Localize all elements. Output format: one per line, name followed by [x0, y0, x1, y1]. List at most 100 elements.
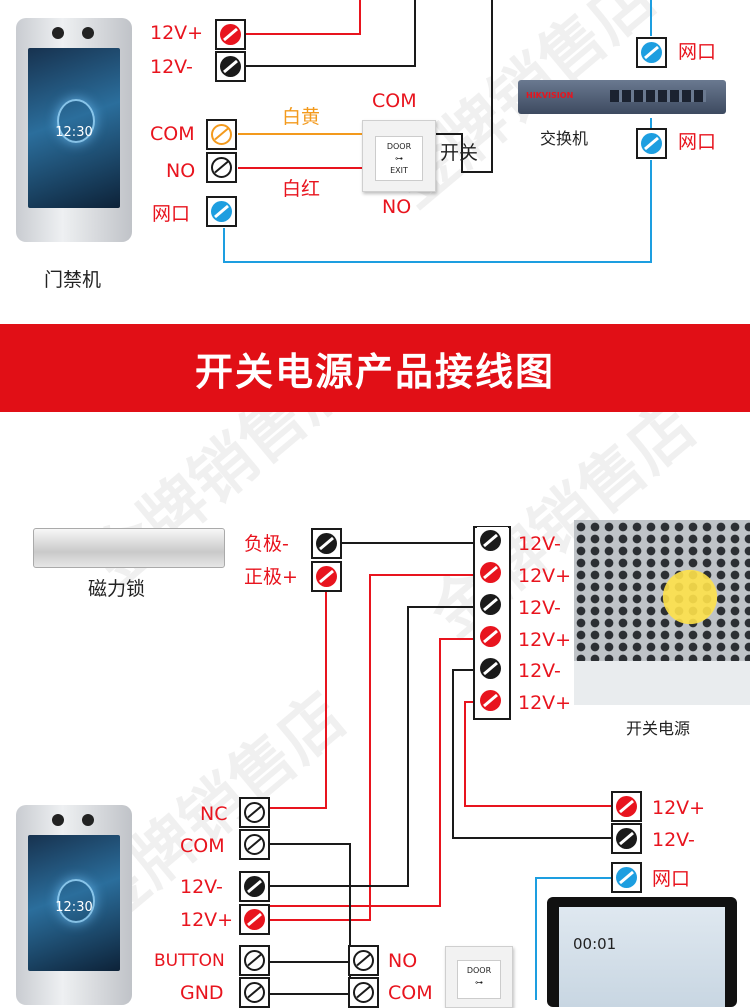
face-scan-icon: [57, 99, 95, 144]
label-white-red: 白红: [282, 178, 321, 200]
wire-net-bottom: [535, 877, 611, 1000]
terminal-gnd: [239, 977, 270, 1008]
label-switch-com: COM: [388, 982, 433, 1004]
label-psu-4: 12V+: [518, 629, 572, 651]
wire-switch-black: [436, 0, 493, 173]
section-banner: 开关电源产品接线图: [0, 324, 750, 412]
wire-p6: [464, 701, 611, 807]
banner-title: 开关电源产品接线图: [194, 349, 555, 394]
wire-p3: [270, 606, 474, 887]
terminal-com: [206, 119, 237, 150]
terminal-nc: [239, 797, 270, 828]
monitor-screen: 00:01: [559, 907, 725, 1007]
switch-caption: 交换机: [540, 129, 589, 148]
terminal-right-12v-plus: [611, 791, 642, 822]
terminal-no: [206, 152, 237, 183]
access-control-device-bottom: 12:30: [16, 805, 132, 1005]
indoor-monitor: 00:01: [547, 897, 737, 1007]
camera-icon: [52, 814, 64, 826]
camera-icon: [52, 27, 64, 39]
terminal-psu-4: [477, 623, 508, 654]
label-network-right-bottom: 网口: [678, 131, 717, 153]
label-no-bottom: NO: [382, 196, 412, 218]
wire-p2: [270, 574, 474, 921]
camera-icon: [82, 27, 94, 39]
key-icon: ⊶: [395, 154, 403, 164]
terminal-network-right-top: [636, 37, 667, 68]
switch-brand-logo: HIKVISION: [526, 91, 574, 100]
magnetic-lock: [33, 528, 225, 568]
label-network: 网口: [152, 203, 191, 225]
label-12v-plus: 12V+: [150, 22, 204, 44]
door-label: DOOR: [466, 966, 492, 976]
terminal-switch-no: [348, 945, 379, 976]
label-gnd: GND: [180, 982, 224, 1004]
wire-12v-plus: [246, 0, 361, 35]
wire-com-bottom: [270, 843, 351, 1000]
label-right-12v-minus: 12V-: [652, 829, 695, 851]
wire-net-left: [223, 160, 652, 263]
label-psu-5: 12V-: [518, 660, 561, 682]
terminal-lock-pos: [311, 561, 342, 592]
label-psu-2: 12V+: [518, 565, 572, 587]
label-pos: 正极+: [244, 566, 298, 588]
label-dev-12v-minus: 12V-: [180, 876, 223, 898]
terminal-com-bottom: [239, 829, 270, 860]
wire-p5: [452, 669, 611, 839]
label-switch-no: NO: [388, 950, 418, 972]
device-caption: 门禁机: [44, 269, 102, 291]
psu-label-plate: [574, 661, 750, 705]
switch-ports: [610, 90, 706, 102]
network-switch: HIKVISION: [518, 80, 726, 114]
terminal-dev-12v-plus: [239, 904, 270, 935]
terminal-psu-3: [477, 591, 508, 622]
terminal-right-network: [611, 862, 642, 893]
terminal-right-12v-minus: [611, 823, 642, 854]
label-neg: 负极-: [244, 533, 289, 555]
terminal-switch-com: [348, 977, 379, 1008]
label-right-12v-plus: 12V+: [652, 797, 706, 819]
wire-p4: [270, 638, 474, 907]
terminal-button: [239, 945, 270, 976]
device-screen: 12:30: [28, 48, 120, 208]
terminal-dev-12v-minus: [239, 871, 270, 902]
door-label: DOOR: [386, 142, 412, 152]
label-psu-6: 12V+: [518, 692, 572, 714]
terminal-psu-2: [477, 559, 508, 590]
face-scan-icon: [57, 878, 95, 923]
psu-fan-icon: [654, 564, 726, 630]
key-icon: ⊶: [475, 978, 483, 988]
label-white-yellow: 白黄: [282, 106, 321, 128]
label-12v-minus: 12V-: [150, 56, 193, 78]
exit-button-bottom: DOOR ⊶: [445, 946, 513, 1008]
label-dev-12v-plus: 12V+: [180, 909, 234, 931]
terminal-psu-6: [477, 687, 508, 718]
terminal-lock-neg: [311, 528, 342, 559]
device-clock: 12:30: [55, 900, 93, 916]
device-clock: 12:30: [55, 124, 93, 140]
camera-icon: [82, 814, 94, 826]
wire-lock-pos: [270, 590, 327, 809]
terminal-12v-plus: [215, 19, 246, 50]
label-network-right-top: 网口: [678, 41, 717, 63]
access-control-device-top: 12:30: [16, 18, 132, 242]
terminal-12v-minus: [215, 51, 246, 82]
exit-label: EXIT: [390, 166, 408, 176]
switching-power-supply: [574, 520, 750, 705]
exit-button-face: DOOR ⊶ EXIT: [374, 136, 424, 182]
monitor-time: 00:01: [573, 935, 617, 953]
label-switch: 开关: [440, 142, 479, 164]
label-button: BUTTON: [154, 951, 225, 971]
label-com-top: COM: [372, 90, 417, 112]
label-no: NO: [166, 160, 196, 182]
label-com: COM: [150, 123, 195, 145]
wire-12v-minus: [246, 0, 416, 67]
exit-button-face: DOOR ⊶: [456, 960, 502, 999]
label-right-network: 网口: [652, 868, 691, 890]
terminal-psu-1: [477, 527, 508, 558]
terminal-network: [206, 196, 237, 227]
label-nc: NC: [200, 803, 228, 825]
exit-button-top: DOOR ⊶ EXIT: [362, 120, 436, 192]
psu-caption: 开关电源: [626, 719, 691, 738]
label-com-bottom: COM: [180, 835, 225, 857]
